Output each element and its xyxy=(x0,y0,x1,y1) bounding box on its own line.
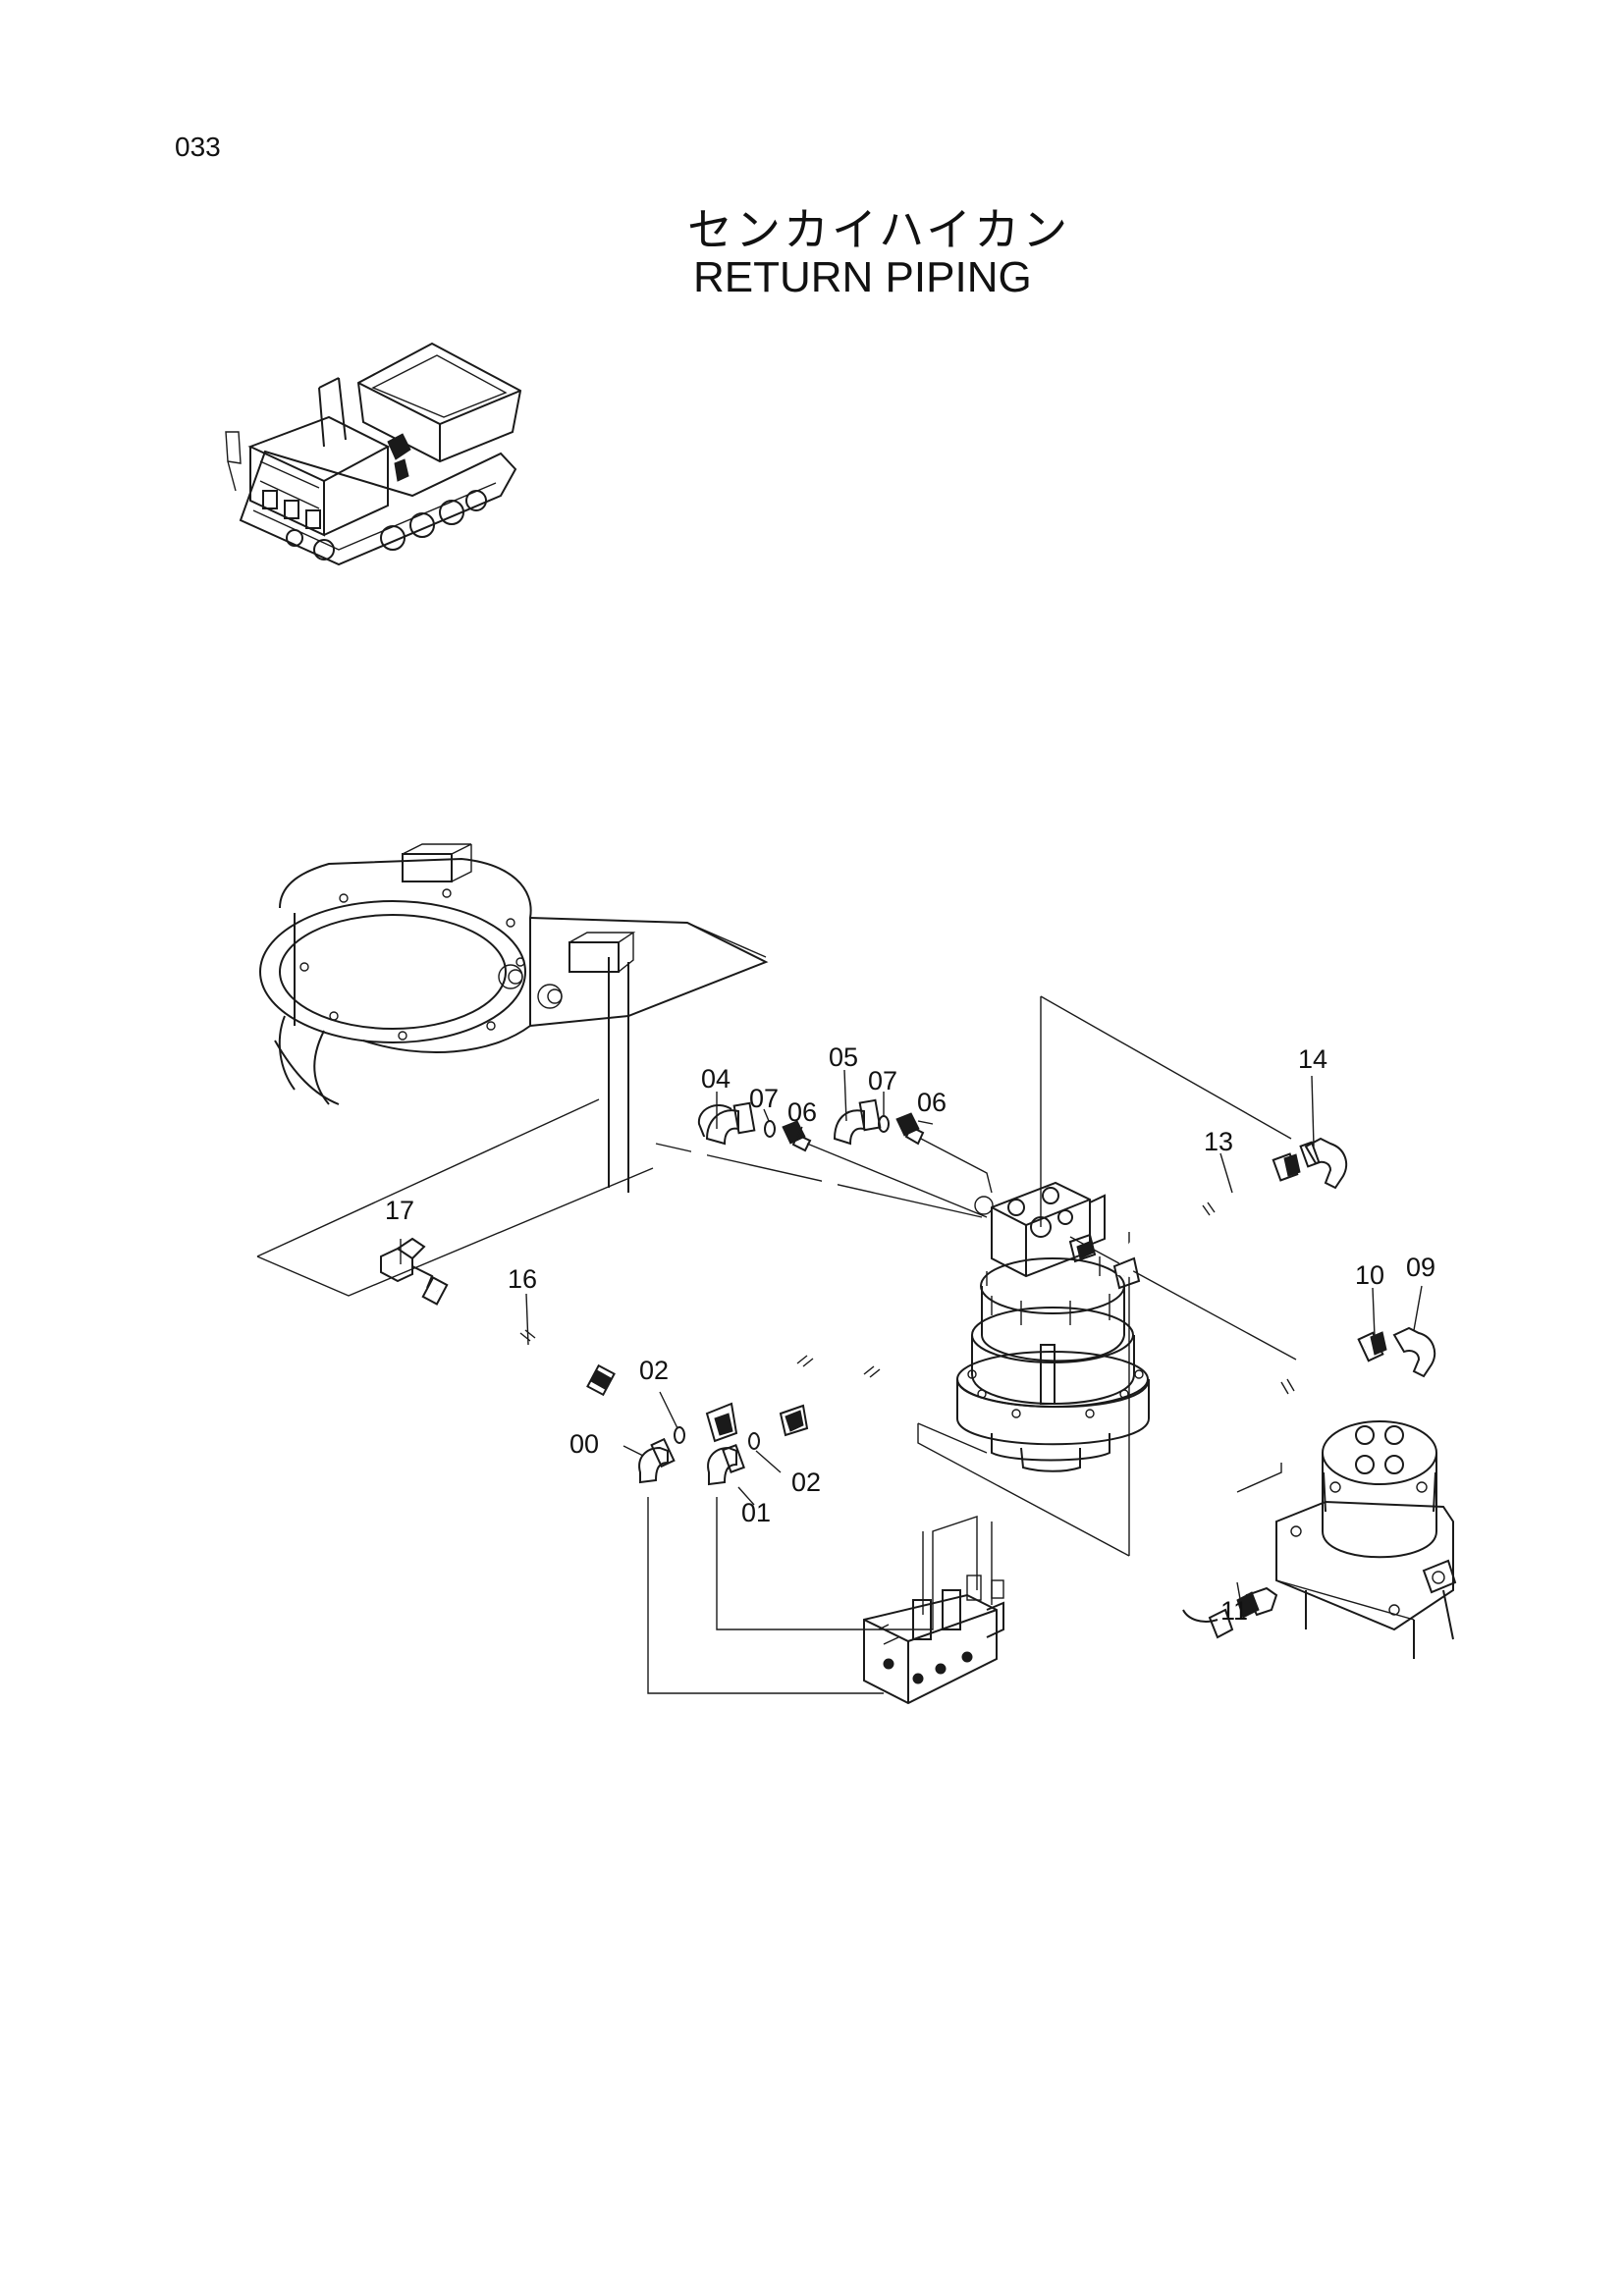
callout-05: 05 xyxy=(829,1042,858,1072)
callout-07-right: 07 xyxy=(868,1066,897,1095)
callout-09: 09 xyxy=(1406,1253,1435,1282)
center-joint xyxy=(1275,1420,1457,1659)
callout-13: 13 xyxy=(1204,1127,1233,1156)
callout-17: 17 xyxy=(385,1196,414,1225)
callout-01: 01 xyxy=(741,1498,771,1527)
callout-04: 04 xyxy=(701,1064,731,1094)
pipes-and-hoses xyxy=(380,1098,1436,1639)
machine-overview-illustration xyxy=(225,342,522,566)
title-english: RETURN PIPING xyxy=(693,253,1032,301)
callout-07-left: 07 xyxy=(749,1084,779,1113)
callout-02-right: 02 xyxy=(791,1468,821,1497)
callout-14: 14 xyxy=(1298,1044,1327,1074)
callout-11: 11 xyxy=(1220,1596,1248,1626)
callout-06-right: 06 xyxy=(917,1088,947,1117)
control-valve xyxy=(863,1575,1004,1705)
page-number: 033 xyxy=(175,132,221,162)
callout-00: 00 xyxy=(569,1429,599,1459)
reference-outline xyxy=(256,995,1297,1694)
title-japanese: センカイハイカン xyxy=(687,203,1071,256)
callout-16: 16 xyxy=(508,1264,537,1294)
callout-06-left: 06 xyxy=(787,1097,817,1127)
callout-02-left: 02 xyxy=(639,1356,669,1385)
callout-labels: 17 16 02 00 02 01 04 07 06 05 07 06 13 1… xyxy=(385,1042,1435,1626)
callout-10: 10 xyxy=(1355,1260,1384,1290)
upper-frame-plate xyxy=(259,843,769,1193)
swing-motor xyxy=(956,1181,1150,1472)
callout-leaders xyxy=(400,1069,1423,1611)
